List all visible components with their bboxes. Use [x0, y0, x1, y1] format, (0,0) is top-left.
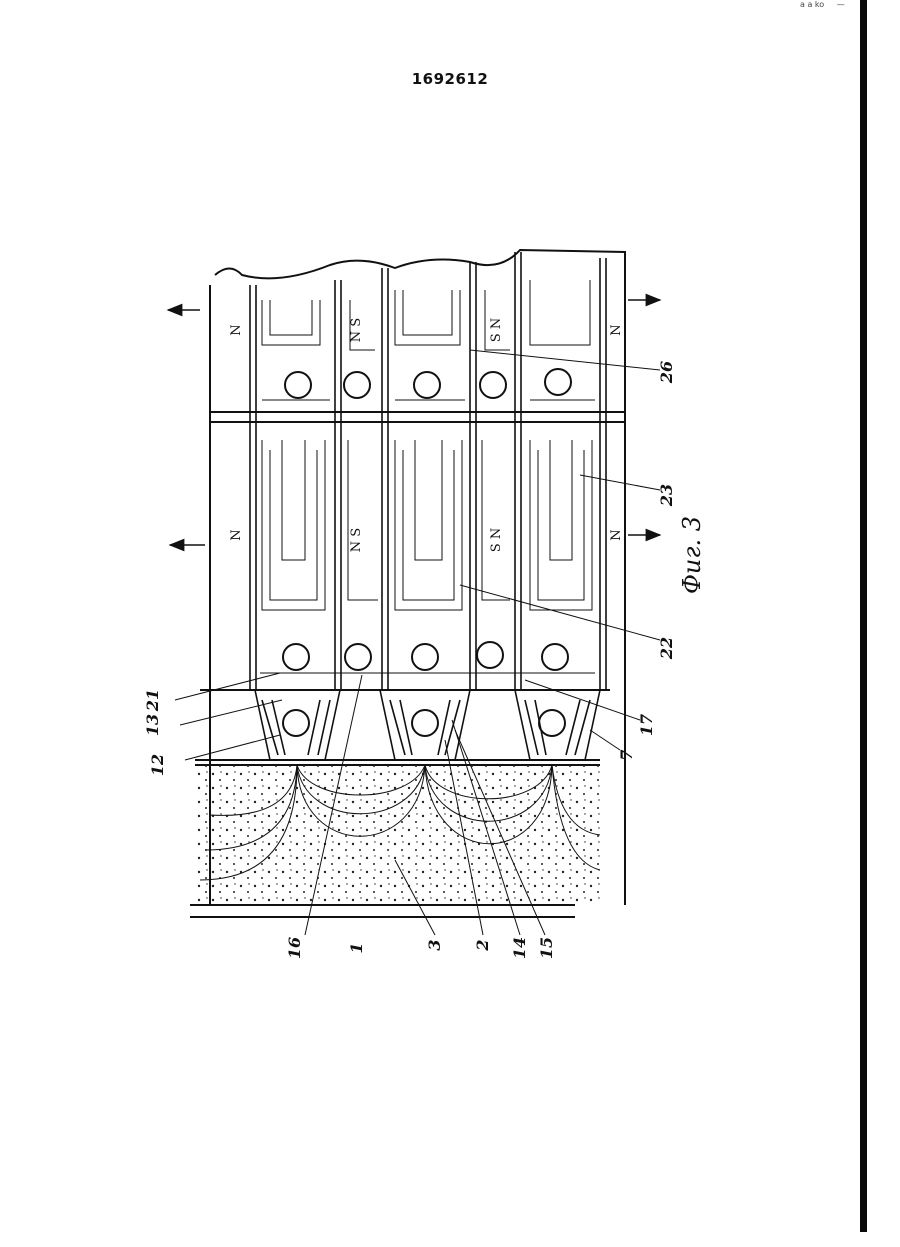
pole-label-mid-4: N [609, 529, 624, 540]
ref-21: 21 [143, 689, 162, 712]
conductor-top-4 [480, 372, 506, 398]
conductor-top-3 [414, 372, 440, 398]
conductor-top-5 [545, 369, 571, 395]
conductor-top-1 [285, 372, 311, 398]
ref-13: 13 [143, 714, 162, 736]
ref-2: 2 [473, 939, 492, 951]
pole-label-top-4: N [609, 324, 624, 335]
ref-17: 17 [637, 714, 656, 736]
ref-1: 1 [347, 942, 366, 953]
conductor-mid-5 [542, 644, 568, 670]
ref-26: 26 [657, 361, 676, 384]
ref-3: 3 [425, 939, 444, 950]
conductor-mid-3 [412, 644, 438, 670]
ref-12: 12 [148, 754, 167, 776]
figure-caption: Фиг. 3 [678, 516, 706, 594]
ref-16: 16 [285, 937, 304, 959]
dotted-material-layer [195, 765, 600, 905]
pole-labels: N N S S N N N N S S N N [229, 318, 624, 552]
pole-label-mid-3: S N [489, 528, 504, 552]
flux-lines-middle [260, 440, 595, 673]
conductor-top-2 [344, 372, 370, 398]
conductor-low-2 [412, 710, 438, 736]
conductor-low-3 [539, 710, 565, 736]
conductor-mid-2 [345, 644, 371, 670]
conductor-mid-1 [283, 644, 309, 670]
magnet-columns [250, 252, 606, 690]
ref-7: 7 [617, 749, 636, 760]
pole-label-mid-1: N [229, 529, 244, 540]
ref-14: 14 [510, 937, 529, 959]
pole-label-mid-2: N S [349, 528, 364, 552]
pole-label-top-2: N S [349, 318, 364, 342]
pole-label-top-1: N [229, 324, 244, 335]
ref-15: 15 [537, 937, 556, 959]
pole-label-top-3: S N [489, 318, 504, 342]
ref-23: 23 [657, 484, 676, 507]
conductor-mid-4 [477, 642, 503, 668]
conductor-low-1 [283, 710, 309, 736]
ref-22: 22 [657, 637, 676, 660]
